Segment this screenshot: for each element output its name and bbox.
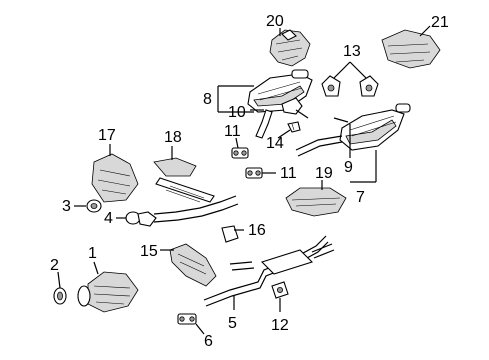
part-15-heat-shield[interactable] [169,243,217,287]
callout-15: 15 [140,243,158,260]
part-9-intermediate-pipe[interactable] [295,117,349,157]
callout-10: 10 [228,104,246,121]
callout-19: 19 [315,165,333,182]
part-17-heat-shield[interactable] [91,153,139,203]
part-1-catalytic-converter[interactable] [77,271,139,313]
callout-12: 12 [271,317,289,334]
callout-1: 1 [88,245,97,262]
part-19-heat-shield[interactable] [285,187,347,217]
part-12-hanger[interactable] [271,281,289,299]
part-13-hangers[interactable] [321,75,379,97]
callout-17: 17 [98,127,116,144]
part-2-gasket[interactable] [53,287,67,305]
callout-9: 9 [344,159,353,176]
callout-18: 18 [164,129,182,146]
part-21-heat-shield[interactable] [381,29,441,69]
leader-21 [419,25,431,37]
leader-11-upper [235,137,239,149]
leader-6 [195,323,205,335]
leader-13-left [333,61,351,79]
callout-21: 21 [431,14,449,31]
callout-3: 3 [62,198,71,215]
callout-4: 4 [104,210,113,227]
part-20-heat-shield[interactable] [269,29,311,67]
part-14-bracket[interactable] [287,121,301,133]
callout-14: 14 [266,135,284,152]
part-6-clamp[interactable] [177,313,197,325]
callout-6: 6 [204,333,213,350]
part-3-gasket[interactable] [86,199,102,213]
leader-13-right [349,61,367,79]
callout-16: 16 [248,222,266,239]
part-18-heat-shield[interactable] [153,157,215,203]
callout-13: 13 [343,43,361,60]
callout-2: 2 [50,257,59,274]
leader-1 [93,261,99,275]
part-8-left-muffler[interactable] [247,69,313,139]
callout-5: 5 [228,315,237,332]
part-10-pipe[interactable] [281,97,309,119]
part-16-bracket[interactable] [221,225,239,243]
callout-11-lower: 11 [280,165,297,182]
part-5-center-pipe[interactable] [203,235,335,307]
leader-14 [277,129,291,139]
callout-7: 7 [356,189,365,206]
leader-2 [57,271,61,289]
part-11-clamp-lower[interactable] [245,167,263,179]
callout-11-upper: 11 [224,123,241,140]
callout-8: 8 [203,91,212,108]
callout-20: 20 [266,13,284,30]
part-11-clamp-upper[interactable] [231,147,249,159]
part-4-front-pipe[interactable] [125,195,239,227]
